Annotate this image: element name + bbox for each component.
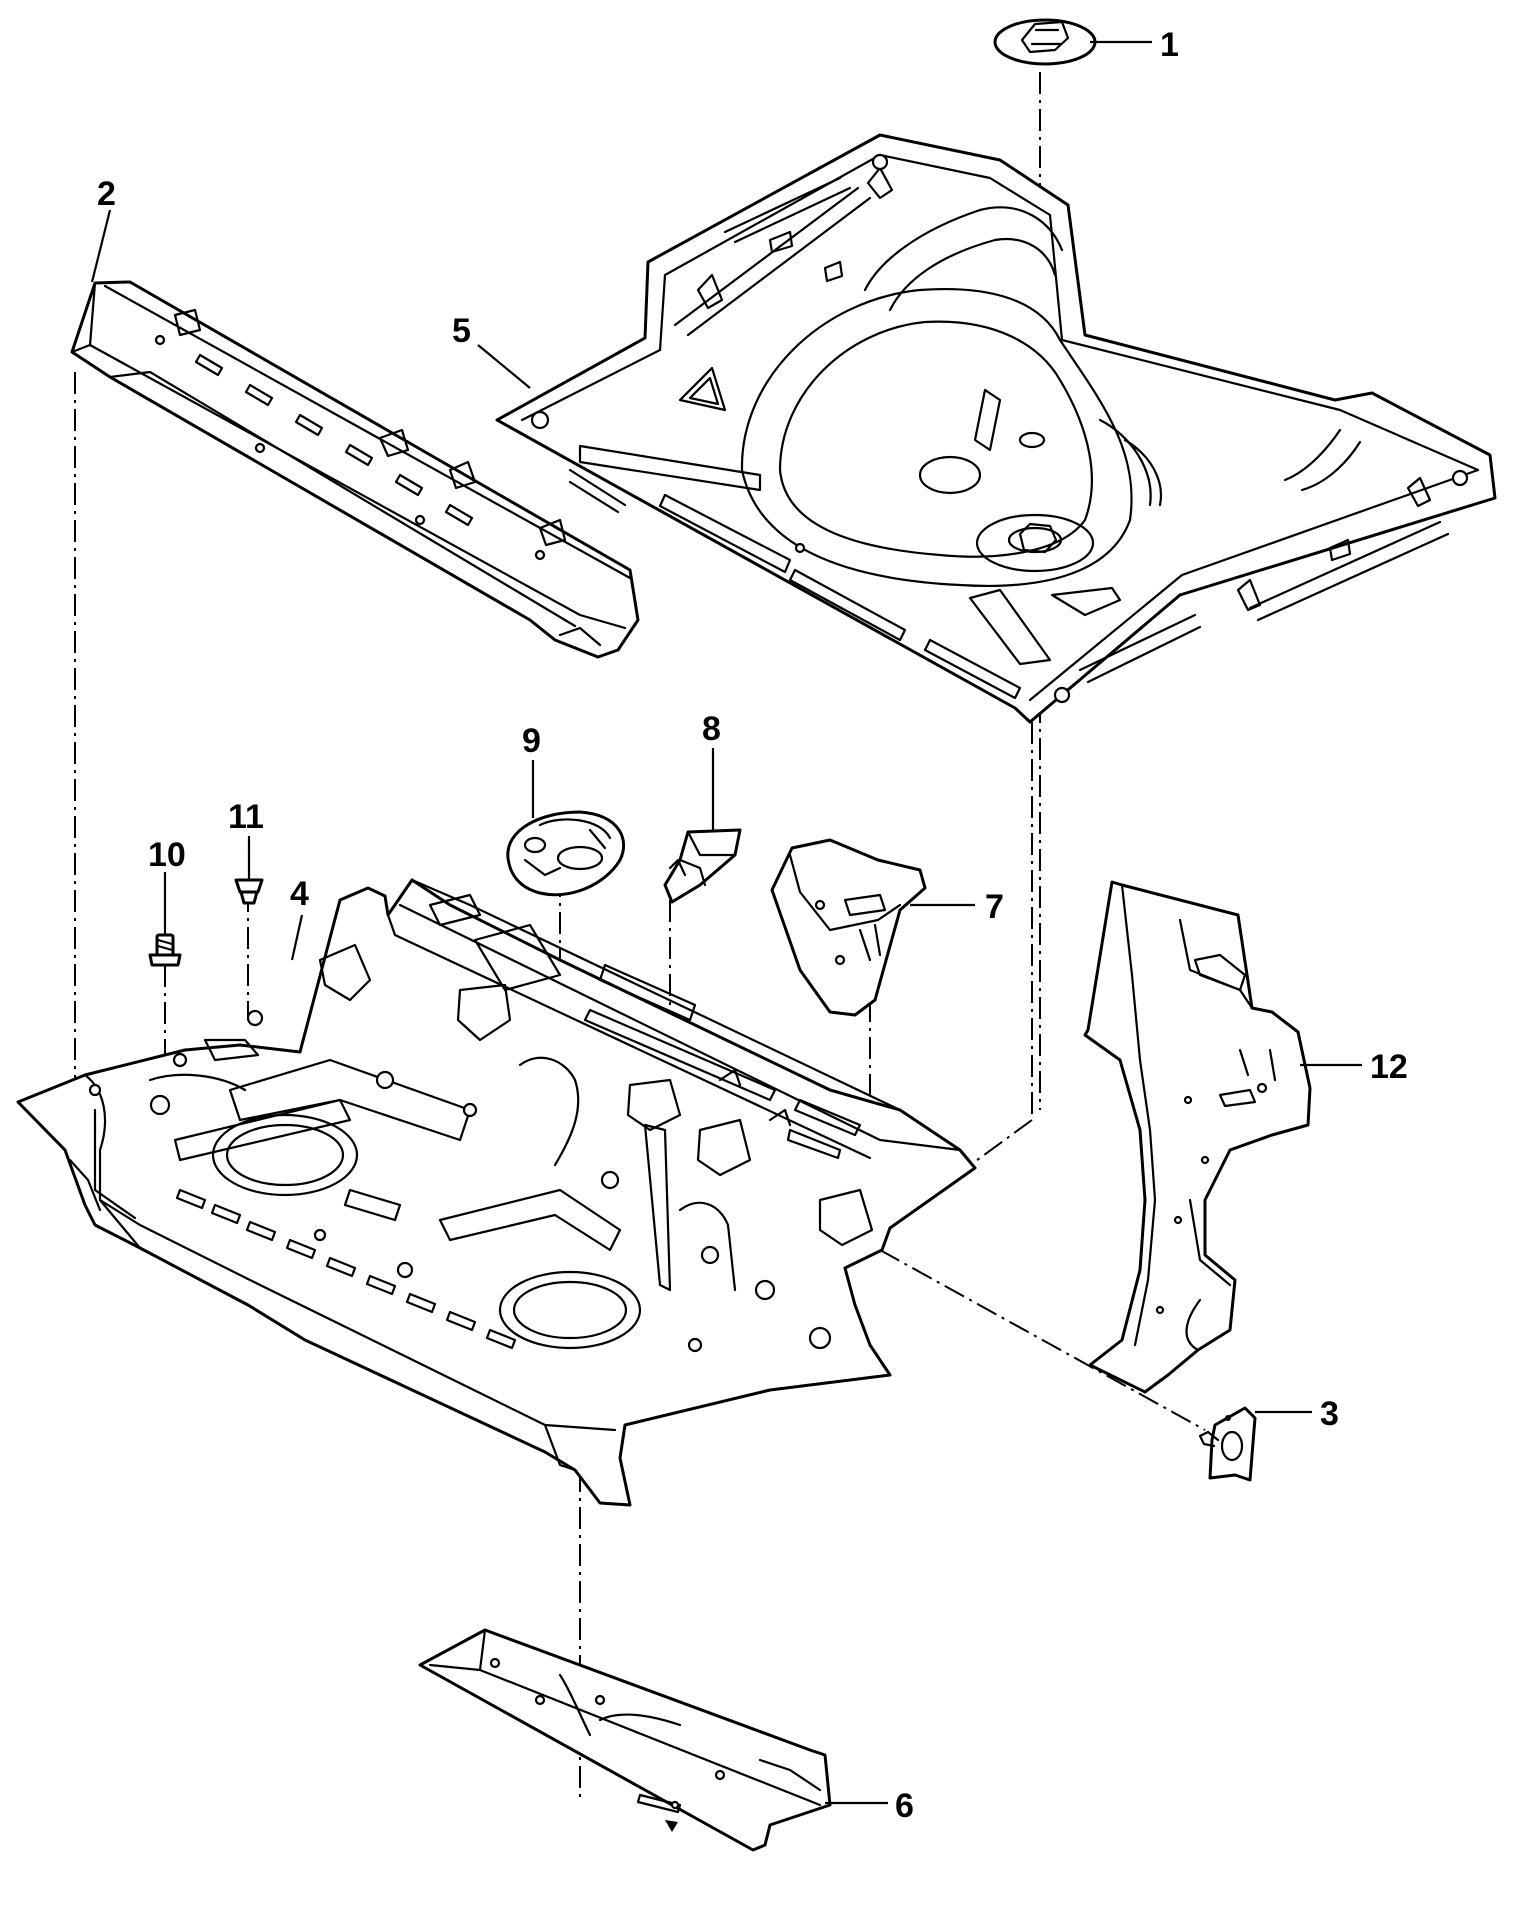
leader-5: [477, 344, 531, 389]
leader-2: [90, 209, 112, 283]
part-3-bracket-plate: [1198, 1406, 1257, 1482]
callout-2: 2: [97, 175, 116, 213]
part-11-clip: [234, 848, 264, 905]
callout-labels: 1 2 3 4 5 6 7 8 9 10 11 12: [97, 26, 1408, 1825]
callout-6: 6: [895, 1787, 914, 1825]
part-8-bracket: [663, 828, 742, 904]
part-1-plug: [993, 18, 1097, 66]
callout-5: 5: [452, 312, 471, 350]
part-6-rear-cross-member: [418, 1628, 832, 1852]
callout-4: 4: [290, 875, 309, 913]
callout-10: 10: [148, 836, 186, 874]
assembly-line-3: [879, 1249, 1206, 1431]
callout-3: 3: [1320, 1395, 1339, 1433]
part-5-rear-floor-panel: [495, 133, 1497, 724]
leader-4: [290, 914, 304, 961]
callout-11: 11: [228, 798, 264, 836]
part-9-cover-plate: [506, 810, 626, 897]
callout-7: 7: [985, 888, 1004, 926]
part-4-main-floor: [16, 878, 977, 1507]
part-12-side-panel: [1083, 880, 1312, 1394]
part-7-reinforcement: [770, 838, 927, 1017]
part-10-bolt: [148, 933, 182, 967]
leader-lines: [90, 40, 1362, 1805]
callout-8: 8: [702, 710, 721, 748]
part-2-cross-member: [70, 280, 640, 659]
callout-1: 1: [1160, 26, 1179, 64]
callout-12: 12: [1370, 1048, 1408, 1086]
callout-9: 9: [522, 722, 541, 760]
